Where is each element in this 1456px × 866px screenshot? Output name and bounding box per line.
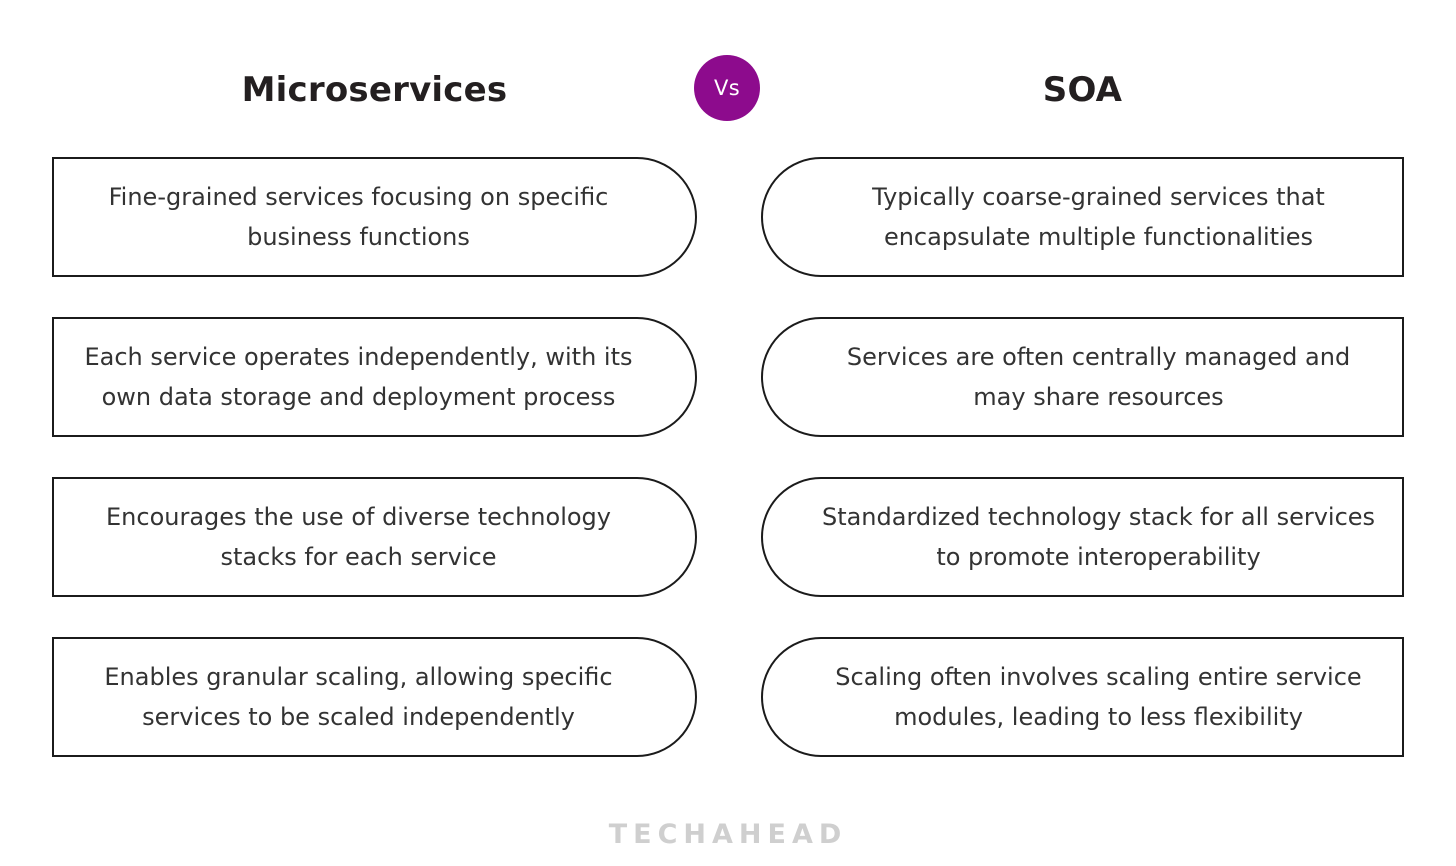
card-text: Typically coarse-grained services that e…	[872, 182, 1325, 251]
card-right: Typically coarse-grained services that e…	[761, 157, 1404, 277]
card-text: Scaling often involves scaling entire se…	[835, 662, 1362, 731]
column-headings: Microservices SOA	[0, 55, 1456, 125]
card-left: Encourages the use of diverse technology…	[52, 477, 697, 597]
card-text: Services are often centrally managed and…	[846, 342, 1351, 411]
column-heading-soa: SOA	[1042, 70, 1123, 110]
card-text: Enables granular scaling, allowing speci…	[104, 662, 613, 731]
card-left: Enables granular scaling, allowing speci…	[52, 637, 697, 757]
watermark-text: TECHAHEAD	[608, 819, 848, 850]
card-right: Standardized technology stack for all se…	[761, 477, 1404, 597]
comparison-row: Fine-grained services focusing on specif…	[0, 157, 1456, 277]
comparison-row: Each service operates independently, wit…	[0, 317, 1456, 437]
comparison-row: Enables granular scaling, allowing speci…	[0, 637, 1456, 757]
vs-badge: Vs	[694, 55, 760, 121]
comparison-card-grid: Fine-grained services focusing on specif…	[0, 157, 1456, 757]
card-text: Encourages the use of diverse technology…	[106, 502, 611, 571]
watermark: TECHAHEAD	[0, 818, 1456, 866]
column-heading-microservices: Microservices	[241, 70, 508, 110]
card-text: Standardized technology stack for all se…	[821, 502, 1376, 571]
card-right: Services are often centrally managed and…	[761, 317, 1404, 437]
card-text: Fine-grained services focusing on specif…	[108, 182, 609, 251]
card-text: Each service operates independently, wit…	[84, 342, 633, 411]
card-right: Scaling often involves scaling entire se…	[761, 637, 1404, 757]
card-left: Fine-grained services focusing on specif…	[52, 157, 697, 277]
comparison-row: Encourages the use of diverse technology…	[0, 477, 1456, 597]
card-left: Each service operates independently, wit…	[52, 317, 697, 437]
